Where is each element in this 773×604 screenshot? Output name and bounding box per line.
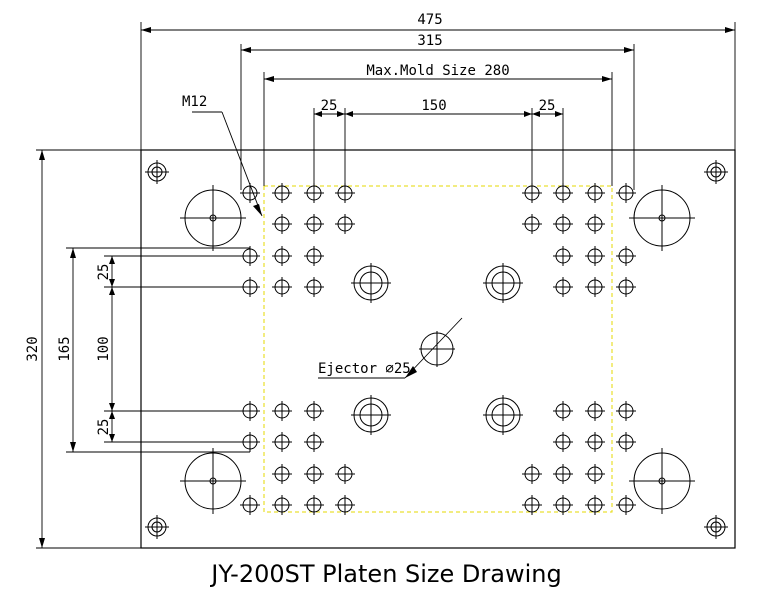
thread-label: M12: [182, 94, 207, 110]
dim-tie-bar-span: 315: [417, 33, 442, 49]
drawing-caption: JY-200ST Platen Size Drawing: [211, 560, 562, 588]
m12-hole: [272, 464, 292, 484]
m12-hole: [240, 495, 260, 515]
m12-hole: [616, 432, 636, 452]
m12-hole: [335, 495, 355, 515]
tie-bar-top-left: [180, 185, 246, 251]
m12-hole: [272, 246, 292, 266]
dim-hole-pitch-left: 25: [321, 98, 338, 114]
dim-hole-pitch-right: 25: [539, 98, 556, 114]
max-mold-area: [263, 185, 613, 513]
m12-hole: [522, 464, 542, 484]
m12-hole: [553, 495, 573, 515]
m12-hole: [616, 495, 636, 515]
m12-hole: [553, 277, 573, 297]
dim-overall-height: 320: [25, 336, 41, 361]
tie-bar-bottom-left: [180, 448, 246, 514]
m12-hole: [553, 401, 573, 421]
m12-hole: [616, 401, 636, 421]
m12-hole: [585, 432, 605, 452]
locating-hole: [483, 395, 523, 435]
dim-vertical-center: 100: [96, 336, 112, 361]
dim-vertical-pitch-upper: 25: [96, 264, 112, 281]
corner-hole: [704, 515, 728, 539]
m12-hole: [522, 495, 542, 515]
m12-hole: [272, 214, 292, 234]
m12-hole: [585, 214, 605, 234]
m12-hole: [304, 246, 324, 266]
m12-hole: [616, 183, 636, 203]
dim-vertical-span: 165: [57, 336, 73, 361]
m12-hole: [585, 464, 605, 484]
dim-overall-width: 475: [417, 12, 442, 28]
m12-hole: [335, 214, 355, 234]
m12-hole: [304, 495, 324, 515]
m12-hole: [272, 277, 292, 297]
m12-hole: [335, 464, 355, 484]
m12-hole: [272, 495, 292, 515]
m12-hole: [553, 214, 573, 234]
m12-hole: [553, 464, 573, 484]
dim-vertical-pitch-lower: 25: [96, 419, 112, 436]
tie-bars: [180, 185, 695, 514]
locating-holes: [351, 263, 523, 435]
m12-hole: [304, 432, 324, 452]
m12-hole: [585, 183, 605, 203]
locating-hole: [351, 263, 391, 303]
m12-hole: [272, 183, 292, 203]
dimension-lines: [36, 22, 736, 549]
corner-holes: [145, 160, 728, 539]
ejector-label: Ejector ∅25: [318, 361, 411, 377]
m12-hole: [553, 246, 573, 266]
m12-hole: [522, 183, 542, 203]
platen-outline: [140, 149, 736, 549]
m12-hole: [616, 246, 636, 266]
m12-hole: [272, 401, 292, 421]
dim-max-mold-size: Max.Mold Size 280: [366, 63, 509, 79]
m12-hole: [616, 277, 636, 297]
m12-hole: [585, 246, 605, 266]
corner-hole: [145, 515, 169, 539]
m12-hole: [522, 214, 542, 234]
tie-bar-top-right: [629, 185, 695, 251]
ejector-hole: [419, 331, 455, 367]
corner-hole: [704, 160, 728, 184]
m12-hole: [304, 214, 324, 234]
m12-hole: [304, 464, 324, 484]
m12-hole: [585, 401, 605, 421]
locating-hole: [351, 395, 391, 435]
m12-hole: [304, 401, 324, 421]
tie-bar-bottom-right: [629, 448, 695, 514]
m12-hole: [585, 495, 605, 515]
dimension-arrows: [39, 27, 735, 548]
m12-hole: [304, 277, 324, 297]
m12-hole: [585, 277, 605, 297]
corner-hole: [145, 160, 169, 184]
m12-hole: [553, 432, 573, 452]
locating-hole: [483, 263, 523, 303]
dim-center-span: 150: [421, 98, 446, 114]
m12-hole: [272, 432, 292, 452]
